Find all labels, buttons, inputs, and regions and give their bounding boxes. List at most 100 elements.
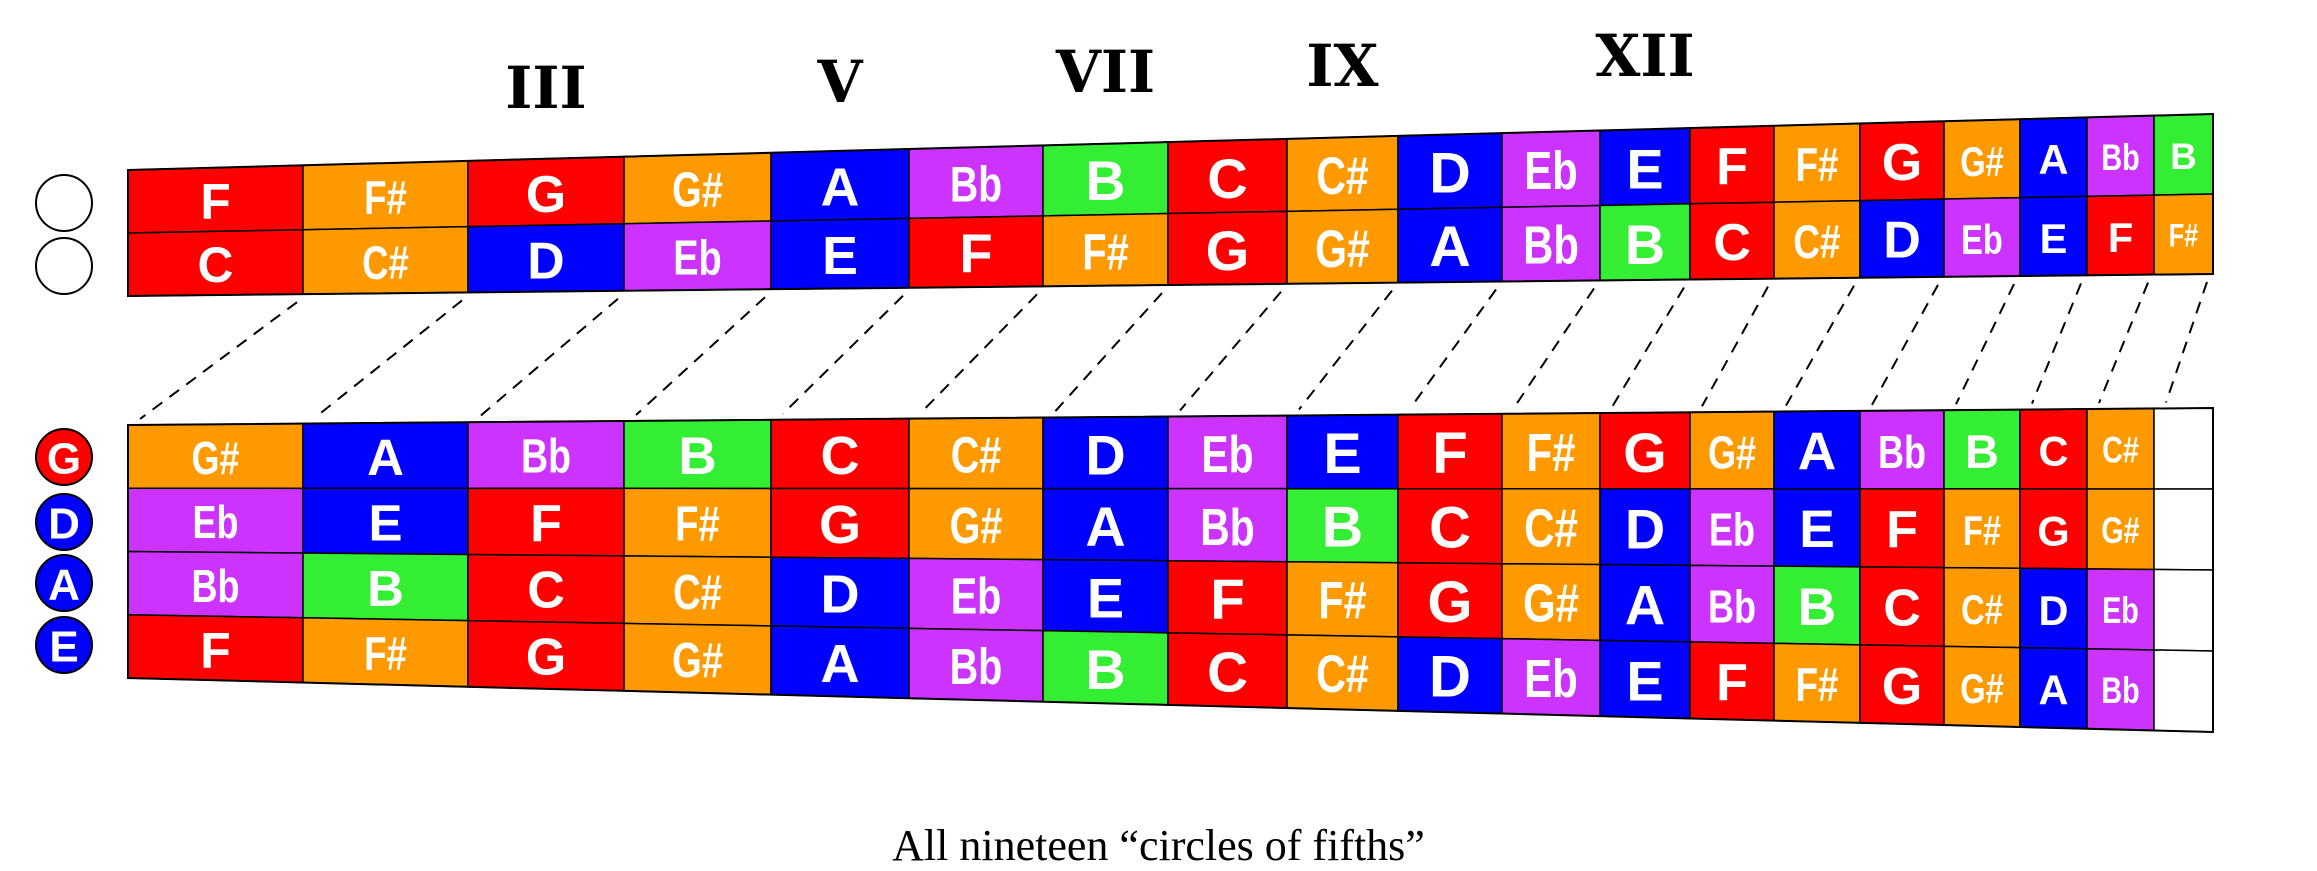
note-label: G# (192, 433, 240, 484)
note-label: Bb (2101, 671, 2139, 712)
lower-neck-cell: B (302, 552, 469, 622)
position-marker-vii: VII (1055, 38, 1155, 106)
note-label: A (2039, 667, 2069, 714)
note-label: F (1716, 654, 1748, 712)
note-label: F# (1526, 423, 1575, 483)
open-string-circle (35, 174, 93, 232)
lower-neck-cell: C# (1286, 634, 1399, 712)
note-label: F# (1795, 139, 1838, 191)
position-marker-iii: III (505, 54, 586, 122)
note-label: C# (673, 565, 722, 620)
upper-neck-cell: Eb (623, 220, 772, 292)
upper-neck-cell: E (770, 217, 910, 290)
upper-neck-cell: F# (2153, 193, 2214, 276)
note-label: D (1883, 212, 1921, 270)
note-label: Bb (1200, 498, 1254, 556)
lower-neck-cell: C# (1501, 487, 1601, 566)
open-string-label: D (48, 500, 80, 549)
lower-neck-cell: C# (623, 555, 772, 627)
note-label: F# (2169, 219, 2199, 255)
upper-neck-cell: F# (1773, 122, 1861, 203)
connector-line (1409, 288, 1497, 410)
lower-neck-cell: A (1042, 487, 1169, 562)
note-label: D (1085, 423, 1125, 486)
upper-neck-cell: F (1689, 125, 1775, 205)
lower-neck-cell: C# (2086, 407, 2155, 490)
lower-neck-cell: C (2019, 408, 2088, 490)
note-label: C# (1524, 498, 1578, 558)
connector-line (782, 295, 904, 415)
note-label: Bb (1523, 216, 1579, 276)
note-label: Bb (950, 156, 1002, 213)
lower-open-string: D (35, 493, 93, 551)
note-label: D (1429, 141, 1471, 205)
note-label: G (1623, 421, 1666, 484)
lower-neck-cell: D (2153, 407, 2214, 490)
upper-neck-cell: G# (623, 151, 772, 225)
note-label: F (200, 174, 230, 230)
lower-neck-cell: F (467, 487, 625, 557)
lower-neck-cell: F (127, 613, 304, 684)
note-label: C (820, 426, 859, 486)
note-label: E (2171, 592, 2195, 633)
note-label: Bb (1878, 426, 1926, 478)
note-label: C (527, 562, 565, 620)
lower-neck-cell: Bb (127, 550, 304, 619)
lower-neck-cell: C# (908, 416, 1044, 490)
note-label: Bb (192, 561, 240, 612)
lower-neck-cell: C (1397, 487, 1503, 565)
lower-neck-cell: Bb (1859, 409, 1945, 490)
note-label: A (1429, 215, 1471, 279)
lower-neck-cell: B (623, 419, 772, 490)
upper-neck-cell: F (2086, 194, 2155, 277)
note-label: C# (1793, 216, 1840, 268)
note-label: B (1798, 578, 1837, 637)
lower-neck-cell: G# (1943, 645, 2021, 728)
note-label: B (1085, 150, 1125, 212)
upper-open-string: E (35, 174, 93, 232)
lower-neck-cell: C (467, 553, 625, 625)
lower-neck-cell: G# (908, 487, 1044, 561)
note-label: F (1210, 568, 1245, 631)
connector-line (2098, 282, 2149, 404)
connector-line (1513, 287, 1595, 409)
note-label: Eb (1524, 141, 1578, 201)
note-label: G (2037, 507, 2069, 554)
lower-neck-cell: Bb (467, 420, 625, 490)
note-label: E (2040, 215, 2068, 262)
upper-neck-cell: Eb (1943, 196, 2021, 278)
lower-neck-cell: Bb (1689, 564, 1775, 645)
connector-line (1054, 292, 1163, 413)
upper-neck-cell: G# (1943, 118, 2021, 200)
open-string-circle (35, 554, 93, 612)
note-label: F (1716, 138, 1748, 196)
lower-neck-cell: Bb (1167, 487, 1288, 563)
upper-neck-cell: Eb (1501, 129, 1601, 209)
lower-neck-cell: G# (1501, 562, 1601, 642)
note-label: Eb (1961, 216, 2003, 263)
upper-neck-cell: B (1599, 203, 1691, 282)
lower-neck-cell: Eb (1167, 414, 1288, 490)
note-label: C# (2102, 430, 2139, 471)
upper-neck-cell: F (127, 164, 304, 234)
open-string-label: G (47, 435, 81, 484)
lower-neck-cell: Eb (1689, 488, 1775, 567)
note-label: A (1085, 495, 1125, 558)
note-label: F# (1795, 659, 1838, 711)
lower-neck-cell: D (770, 556, 910, 630)
note-label: C (2039, 428, 2069, 475)
connector-line (1871, 284, 1939, 406)
lower-neck-cell: G (770, 487, 910, 560)
upper-neck-cell: C (127, 228, 304, 297)
note-label: A (2039, 136, 2069, 183)
note-label: C (1207, 641, 1248, 704)
note-label: E (1799, 500, 1835, 559)
note-label: Bb (2101, 137, 2139, 178)
lower-neck-cell: A (1773, 410, 1861, 490)
lower-neck-cell: A (770, 625, 910, 699)
lower-neck-cell: E (302, 487, 469, 556)
note-label: F# (364, 171, 407, 223)
note-label: G (1882, 658, 1923, 716)
lower-neck-cell: D (1042, 415, 1169, 490)
